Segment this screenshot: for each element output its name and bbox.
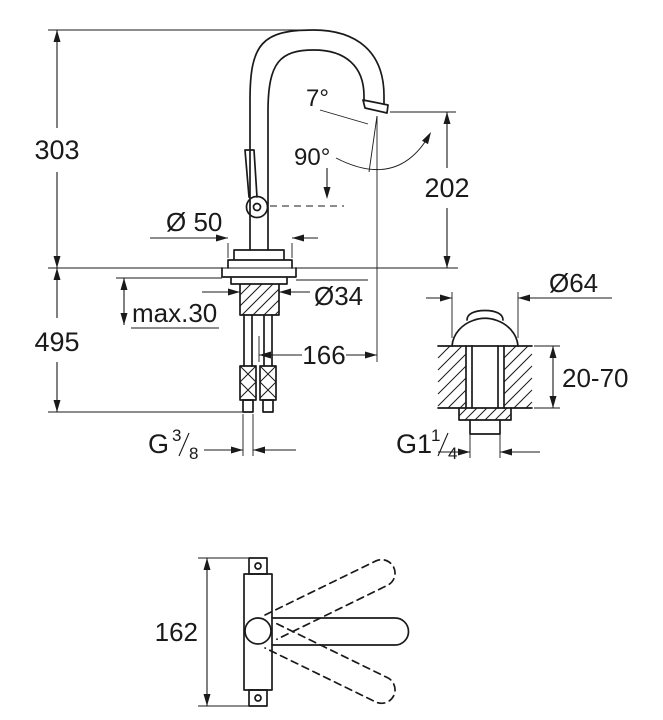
drain-thread-numerator: 1 [431,426,440,445]
dimension-labels: 303 495 202 7° 90° Ø 50 Ø34 max.30 166 G… [34,85,628,647]
supply-thread-prefix: G [148,429,169,459]
side-view-dimensions [48,29,458,456]
counter-thickness-label: 20-70 [562,363,629,393]
faucet-side-view [221,29,431,413]
drain-dimensions [426,292,612,458]
handle-angle-label: 90° [294,144,330,171]
spout-angle-label: 7° [306,85,329,112]
dim-495-label: 495 [34,327,79,357]
dim-202-label: 202 [424,173,469,203]
spout-reach-label: 166 [302,340,345,370]
supply-thread-numerator: 3 [172,426,181,445]
supply-thread-fraction-slash [178,432,190,457]
drain-thread-prefix: G1 [396,429,432,459]
supply-thread-denominator: 8 [189,444,198,463]
drain-thread-denominator: 4 [448,444,457,463]
max-thickness-label: max.30 [132,298,217,328]
top-view-dimensions [198,557,250,707]
dim-303-label: 303 [34,135,79,165]
faucet-top-view [243,557,410,707]
dim-162-label: 162 [155,617,198,647]
drain-thread-fraction-slash [437,432,449,457]
base-diameter-label: Ø 50 [166,207,222,237]
drain-assembly-view [437,309,533,435]
hole-diameter-label: Ø34 [314,281,363,311]
drain-diameter-label: Ø64 [549,268,598,298]
